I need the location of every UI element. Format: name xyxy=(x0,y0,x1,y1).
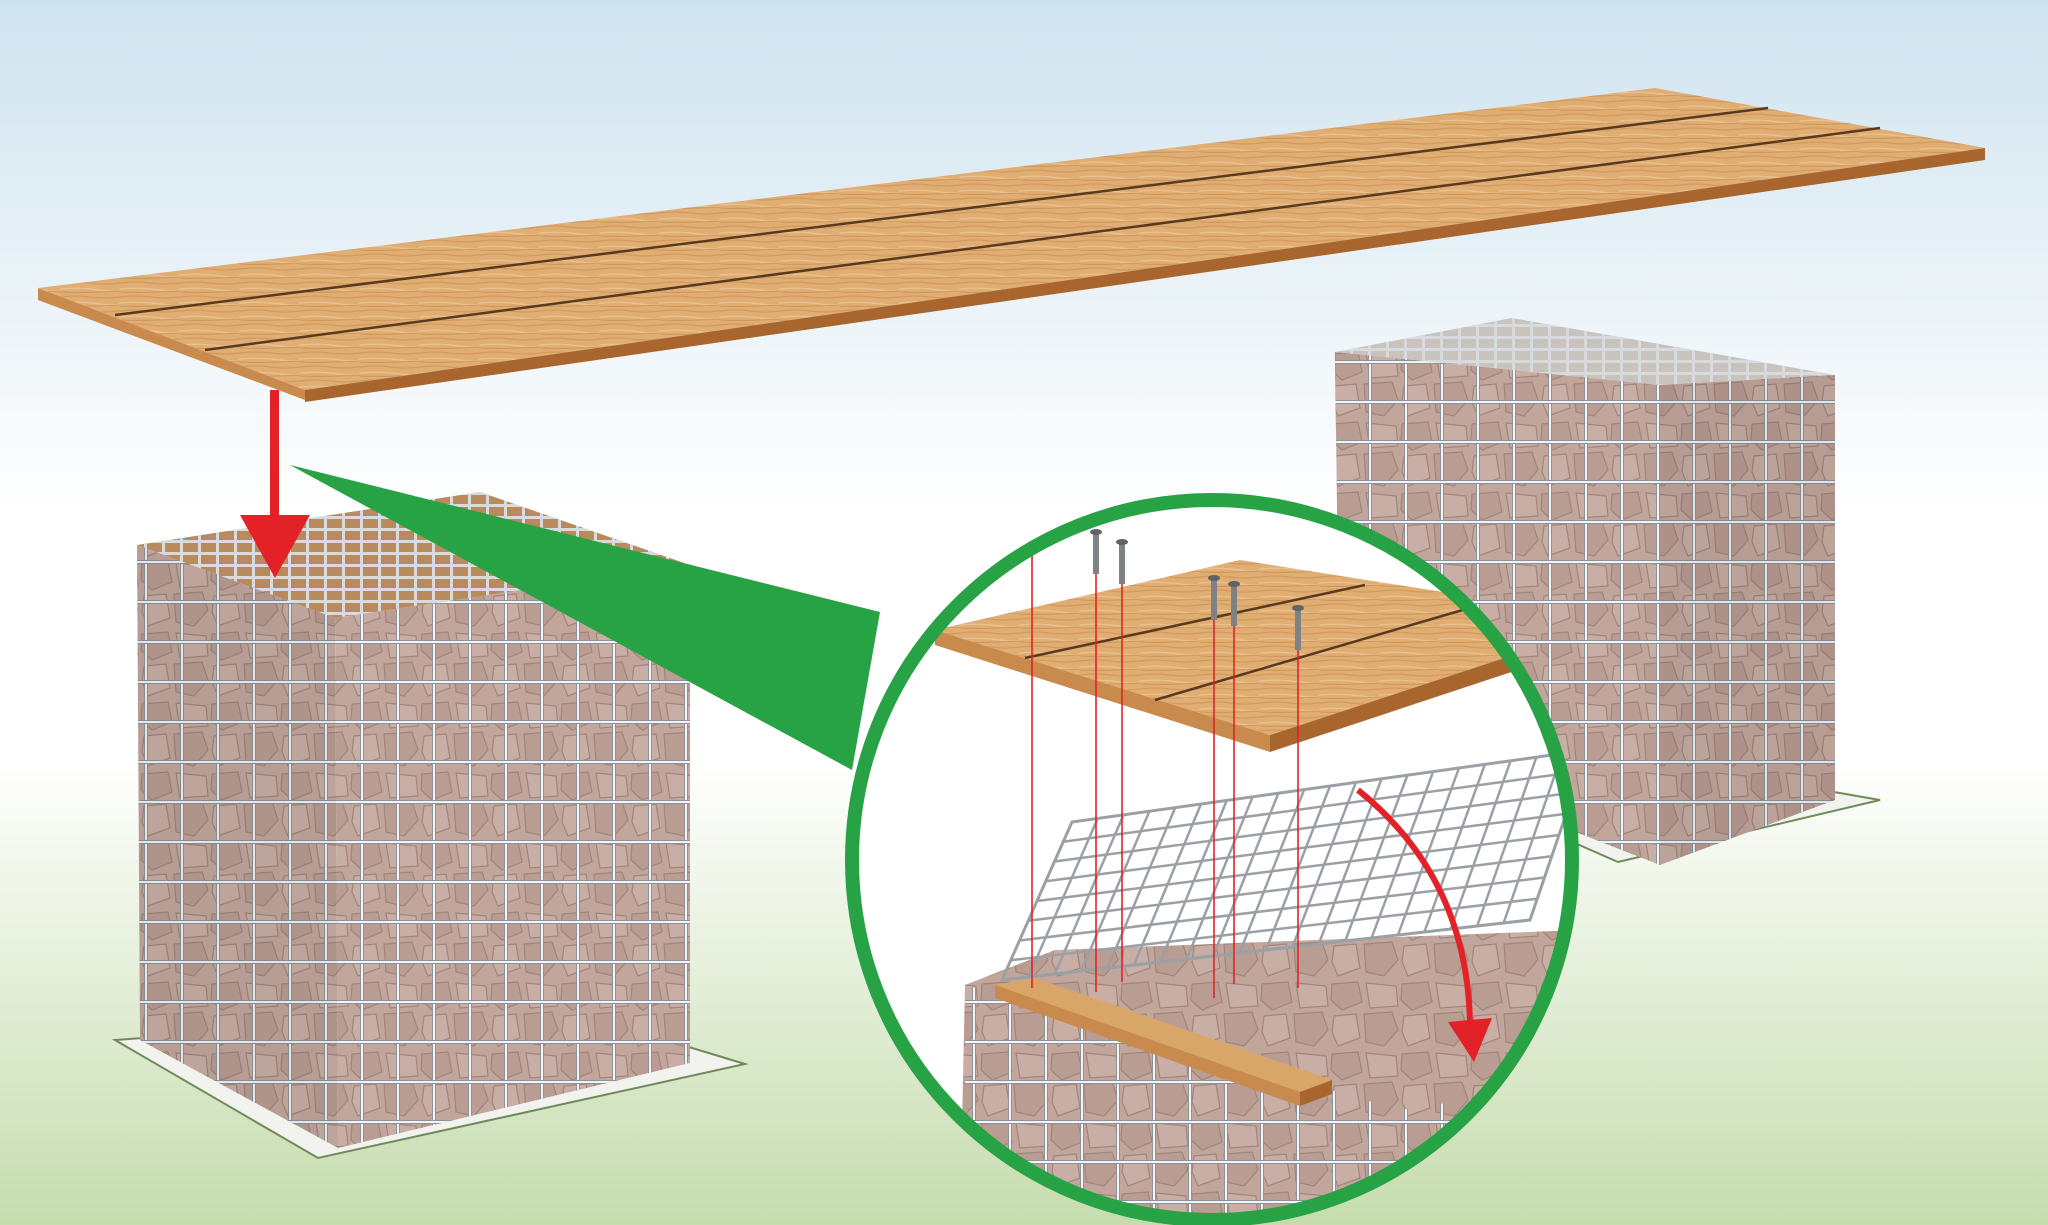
right-gabion xyxy=(1335,318,1835,865)
support-batten xyxy=(995,978,1332,1092)
screw-icon xyxy=(1116,539,1128,982)
left-gabion xyxy=(137,492,690,1148)
bench-seat xyxy=(38,88,1985,402)
screw-icon xyxy=(1208,575,1220,998)
screw-icon xyxy=(1228,581,1240,984)
screw-icon xyxy=(1292,605,1304,988)
screw-icon xyxy=(1090,529,1102,992)
down-arrow-icon xyxy=(240,390,310,578)
curved-arrow-icon xyxy=(1356,787,1492,1062)
mesh-lid xyxy=(999,748,1572,982)
zoom-wedge xyxy=(290,465,880,770)
detail-zoom-circle xyxy=(845,493,1579,1225)
